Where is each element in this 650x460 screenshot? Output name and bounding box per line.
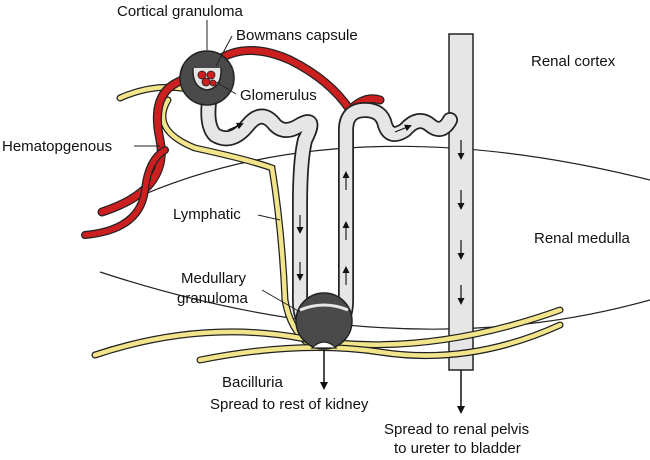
leader-lines xyxy=(134,20,301,313)
label-hematogenous: Hematopgenous xyxy=(2,138,112,155)
label-glomerulus: Glomerulus xyxy=(240,87,317,104)
glomerulus xyxy=(197,70,217,87)
label-spread-pelvis-line2: to ureter to bladder xyxy=(394,440,521,457)
label-renal-medulla: Renal medulla xyxy=(534,230,631,247)
label-bowmans-capsule: Bowmans capsule xyxy=(236,27,358,44)
label-spread-kidney: Spread to rest of kidney xyxy=(210,396,369,413)
cortical-granuloma xyxy=(179,50,235,106)
cortex-medulla-boundary xyxy=(109,145,650,211)
label-cortical-granuloma: Cortical granuloma xyxy=(117,3,244,20)
label-spread-pelvis-line1: Spread to renal pelvis xyxy=(384,421,529,438)
label-medullary-line1: Medullary xyxy=(181,270,247,287)
label-bacilluria: Bacilluria xyxy=(222,374,284,391)
tubule-flow-arrows xyxy=(227,122,412,285)
medullary-granuloma xyxy=(295,292,353,350)
label-lymphatic: Lymphatic xyxy=(173,206,241,223)
medulla-lower-boundary xyxy=(99,271,650,330)
label-renal-cortex: Renal cortex xyxy=(531,53,616,70)
label-medullary-line2: granuloma xyxy=(177,290,249,307)
